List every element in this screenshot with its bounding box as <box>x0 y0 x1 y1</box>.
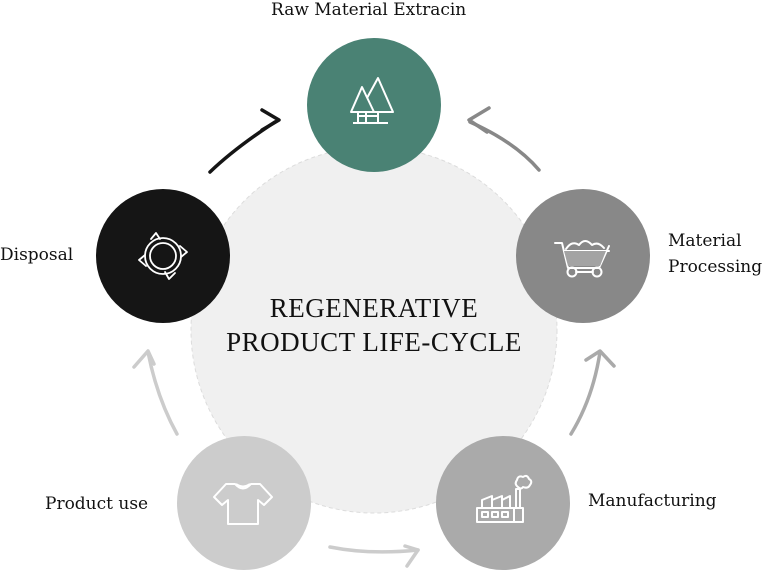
mine-cart-icon <box>554 240 610 278</box>
stage-label-text: Raw Material Extracin <box>271 0 467 20</box>
recycle-arrows-icon <box>138 232 188 280</box>
stage-label-text: Disposal <box>0 245 74 265</box>
stage-label-raw-material: Raw Material Extracin <box>271 0 466 23</box>
center-title-line: REGENERATIVE <box>269 293 479 323</box>
stage-label-text: Product use <box>45 494 149 514</box>
arrow-use-to-manufacturing <box>328 544 420 568</box>
arrow-raw-to-processing <box>467 106 541 172</box>
stage-label-text: Material <box>668 231 742 251</box>
trees-icon <box>350 77 394 124</box>
center-title: REGENERATIVE PRODUCT LIFE-CYCLE <box>196 291 552 359</box>
stage-label-product-use: Product use <box>45 491 148 517</box>
stage-circle-product-use <box>177 436 311 570</box>
stage-circle-disposal <box>96 189 230 323</box>
arrow-manufacturing-to-processing <box>569 349 616 436</box>
stage-label-manufacturing: Manufacturing <box>588 488 717 514</box>
stage-label-disposal: Disposal <box>0 242 73 268</box>
stage-circle-raw-material <box>307 38 441 172</box>
arrow-use-to-disposal <box>132 349 179 436</box>
arrow-disposal-to-raw <box>208 108 281 174</box>
center-title-line: PRODUCT LIFE-CYCLE <box>226 327 522 357</box>
factory-icon <box>476 474 533 523</box>
t-shirt-icon <box>213 483 273 525</box>
stage-label-text: Manufacturing <box>588 491 717 511</box>
stage-label-material-processing: Material Processing <box>668 228 762 280</box>
stage-label-text: Processing <box>668 257 763 277</box>
